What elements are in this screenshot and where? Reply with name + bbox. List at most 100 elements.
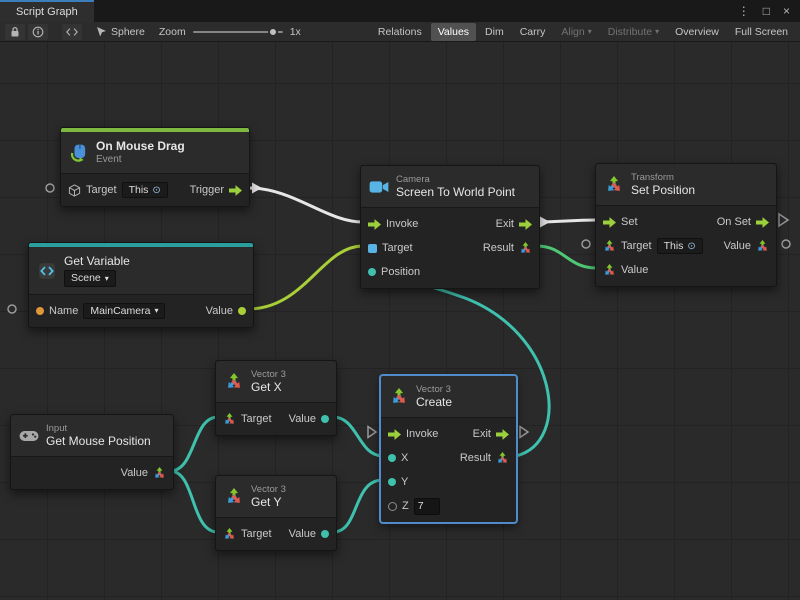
menu-kebab-icon[interactable]: ⋮ [738, 4, 750, 18]
this-chip[interactable]: This⊙ [122, 182, 168, 198]
vector3-in-port[interactable] [223, 528, 236, 541]
node-kind: Vector 3 [251, 369, 286, 380]
node-header: Input Get Mouse Position [11, 415, 173, 456]
overview-button[interactable]: Overview [668, 23, 726, 41]
vector3-out-port[interactable] [153, 467, 166, 480]
close-icon[interactable]: × [783, 4, 790, 18]
port-row: X Result [381, 446, 516, 470]
zoom-slider[interactable] [193, 31, 283, 33]
vector3-out-port[interactable] [519, 242, 532, 255]
port-label: Result [483, 242, 514, 254]
distribute-button[interactable]: Distribute▾ [601, 23, 666, 41]
port-row: Y [381, 470, 516, 494]
offscreen-flow-triangle[interactable] [779, 214, 788, 226]
tab-script-graph[interactable]: Script Graph [0, 0, 94, 22]
value-out-port[interactable] [238, 307, 246, 315]
maximize-icon[interactable]: □ [763, 4, 770, 18]
vector3-out-port[interactable] [496, 452, 509, 465]
mouse-drag-icon [69, 144, 89, 162]
port-row: Target Result [361, 236, 539, 260]
value-out-port[interactable] [321, 415, 329, 423]
unconnected-port-circle[interactable] [8, 305, 16, 313]
button-label: Dim [485, 25, 504, 39]
align-button[interactable]: Align▾ [554, 23, 598, 41]
button-label: Distribute [608, 25, 652, 39]
node-header: Vector 3 Create [381, 376, 516, 417]
zoom-slider-handle[interactable] [268, 27, 278, 37]
scope-dropdown[interactable]: Scene▾ [64, 270, 116, 287]
variable-icon [37, 262, 57, 280]
node-subtitle: Event [96, 154, 185, 166]
unconnected-flow-triangle[interactable] [368, 427, 376, 438]
node-on-mouse-drag[interactable]: On Mouse Drag Event Target This⊙ Trigger [60, 127, 250, 207]
vector3-in-port[interactable] [223, 413, 236, 426]
flow-out-port[interactable] [229, 185, 242, 196]
titlebar: Script Graph ⋮ □ × [0, 0, 800, 22]
node-get-mouse-position[interactable]: Input Get Mouse Position Value [10, 414, 174, 490]
camera-target-in-port[interactable] [368, 244, 377, 253]
unconnected-flow-triangle[interactable] [520, 427, 528, 438]
unconnected-port-circle[interactable] [782, 240, 790, 248]
value-out-port[interactable] [321, 530, 329, 538]
info-icon [32, 26, 44, 38]
port-label: Target [621, 240, 652, 252]
node-title: Create [416, 395, 452, 409]
graph-toolbar: Sphere Zoom 1x Relations Values Dim Carr… [0, 22, 800, 42]
port-label: Position [381, 266, 420, 278]
flow-out-port[interactable] [756, 217, 769, 228]
variable-name-dropdown[interactable]: MainCamera▾ [83, 303, 165, 319]
flow-in-port[interactable] [388, 429, 401, 440]
port-label: Exit [473, 428, 491, 440]
unconnected-port-circle[interactable] [46, 184, 54, 192]
this-chip[interactable]: This⊙ [657, 238, 703, 254]
z-in-port[interactable] [388, 502, 397, 511]
camera-icon [369, 178, 389, 196]
cube-icon[interactable] [68, 184, 81, 197]
node-header: Get Variable Scene▾ [29, 247, 253, 294]
node-get-variable[interactable]: Get Variable Scene▾ Name MainCamera▾ Val… [28, 242, 254, 328]
node-set-position[interactable]: Transform Set Position Set On Set Target… [595, 163, 777, 287]
flow-in-port[interactable] [603, 217, 616, 228]
dim-button[interactable]: Dim [478, 23, 511, 41]
flow-out-port[interactable] [519, 219, 532, 230]
wire-getx-to-create-x [333, 417, 383, 456]
toolbar-buttons: Relations Values Dim Carry Align▾ Distri… [371, 23, 795, 41]
vector3-in-port[interactable] [603, 264, 616, 277]
z-value-input[interactable] [414, 498, 440, 515]
flow-out-port[interactable] [496, 429, 509, 440]
tab-label: Script Graph [16, 6, 78, 18]
name-in-port[interactable] [36, 307, 44, 315]
node-kind: Transform [631, 172, 695, 183]
node-title: Screen To World Point [396, 185, 515, 199]
position-in-port[interactable] [368, 268, 376, 276]
port-row: Set On Set [596, 210, 776, 234]
chevron-down-icon: ▾ [154, 307, 158, 315]
port-label: Set [621, 216, 638, 228]
node-kind: Vector 3 [251, 484, 286, 495]
node-vector3-get-y[interactable]: Vector 3 Get Y Target Value [215, 475, 337, 551]
info-button[interactable] [28, 24, 48, 40]
values-button[interactable]: Values [431, 23, 476, 41]
carry-button[interactable]: Carry [513, 23, 553, 41]
relations-button[interactable]: Relations [371, 23, 429, 41]
lock-button[interactable] [5, 24, 25, 40]
transform-target-in-port[interactable] [603, 240, 616, 253]
graph-canvas[interactable]: On Mouse Drag Event Target This⊙ Trigger [0, 42, 800, 600]
wire-variable-to-camera-target [248, 246, 363, 309]
port-row: Target Value [216, 522, 336, 546]
unconnected-port-circle[interactable] [582, 240, 590, 248]
flow-in-port[interactable] [368, 219, 381, 230]
port-row: Invoke Exit [381, 422, 516, 446]
edit-graph-button[interactable] [62, 24, 82, 40]
y-in-port[interactable] [388, 478, 396, 486]
node-vector3-create[interactable]: Vector 3 Create Invoke Exit X Result [380, 375, 517, 523]
full-screen-button[interactable]: Full Screen [728, 23, 795, 41]
node-screen-to-world-point[interactable]: Camera Screen To World Point Invoke Exit… [360, 165, 540, 289]
node-header: Vector 3 Get X [216, 361, 336, 402]
port-label: Target [86, 184, 117, 196]
node-vector3-get-x[interactable]: Vector 3 Get X Target Value [215, 360, 337, 436]
node-title: Get Variable [64, 254, 130, 268]
vector3-out-port[interactable] [756, 240, 769, 253]
port-label: Trigger [190, 184, 224, 196]
x-in-port[interactable] [388, 454, 396, 462]
